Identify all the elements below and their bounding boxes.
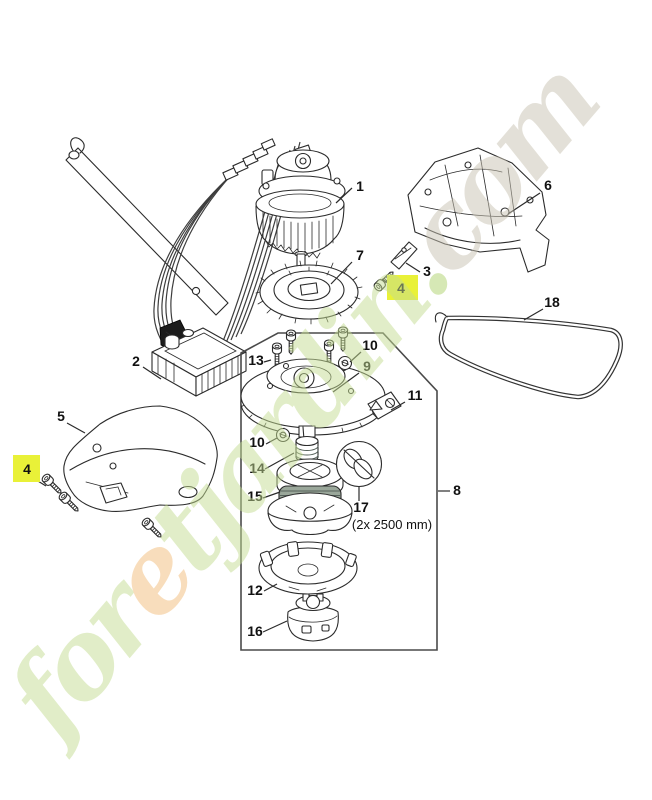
leader-line-3 <box>405 262 421 273</box>
leader-line-12 <box>263 583 278 592</box>
part-14-sleeve <box>295 435 319 463</box>
part-label-17: 17 <box>353 499 369 515</box>
part-label-3: 3 <box>423 263 431 279</box>
part-label-18: 18 <box>544 294 560 310</box>
part-5-housing <box>63 405 218 512</box>
part-18-gasket <box>434 312 623 400</box>
part-12-retainer-ring <box>258 541 358 595</box>
leader-line-18 <box>523 308 544 321</box>
part-label-8: 8 <box>453 482 461 498</box>
leader-line-7 <box>330 261 353 285</box>
part-label-10a: 10 <box>362 337 378 353</box>
part-2-module <box>151 327 247 397</box>
part-label-line-note: (2x 2500 mm) <box>352 517 432 532</box>
leader-line-1 <box>335 187 353 204</box>
part-label-4b: 4 <box>23 461 31 477</box>
part-label-2: 2 <box>132 353 140 369</box>
part-label-16: 16 <box>247 623 263 639</box>
leader-line-14 <box>264 452 295 470</box>
part-17-line-circle <box>335 440 383 488</box>
part-label-13: 13 <box>248 352 264 368</box>
watermark-text: foretjardin.com <box>0 40 621 763</box>
part-label-7: 7 <box>356 247 364 263</box>
part-label-10b: 10 <box>249 434 265 450</box>
part-16-drive-hub <box>287 593 339 642</box>
part-9-dome-housing <box>240 358 387 438</box>
part-label-4a: 4 <box>397 280 405 296</box>
leader-line-13 <box>263 359 272 363</box>
part-7-fan-wheel <box>255 260 363 325</box>
part-label-6: 6 <box>544 177 552 193</box>
part-1-motor <box>255 149 346 279</box>
highlight-box-4a <box>387 275 418 300</box>
leader-line-5 <box>66 422 86 434</box>
leader-line-10b <box>265 437 278 445</box>
leader-line-16 <box>262 620 288 633</box>
part-3-clip <box>390 241 418 270</box>
part-15-spool-assembly <box>267 458 353 536</box>
part-label-15: 15 <box>247 488 263 504</box>
part-label-14: 14 <box>249 460 265 476</box>
part-label-12: 12 <box>247 582 263 598</box>
leader-lines <box>32 187 544 633</box>
part-label-1: 1 <box>356 178 364 194</box>
shaft-tube <box>65 137 229 316</box>
watermark: foretjardin.com <box>0 40 621 763</box>
highlight-box-4b <box>13 455 40 482</box>
leader-line-9 <box>332 372 360 393</box>
part-11-plate <box>367 391 402 420</box>
part-label-9: 9 <box>363 358 371 374</box>
part-8-assembly-box <box>240 332 438 651</box>
leader-line-15 <box>262 491 281 499</box>
leader-line-2 <box>142 366 162 380</box>
leader-line-11 <box>390 401 406 411</box>
part-label-11: 11 <box>408 387 423 403</box>
part-6-cover <box>407 147 550 273</box>
leader-line-6 <box>507 192 541 215</box>
part-label-5: 5 <box>57 408 65 424</box>
leader-line-10a <box>349 351 362 363</box>
